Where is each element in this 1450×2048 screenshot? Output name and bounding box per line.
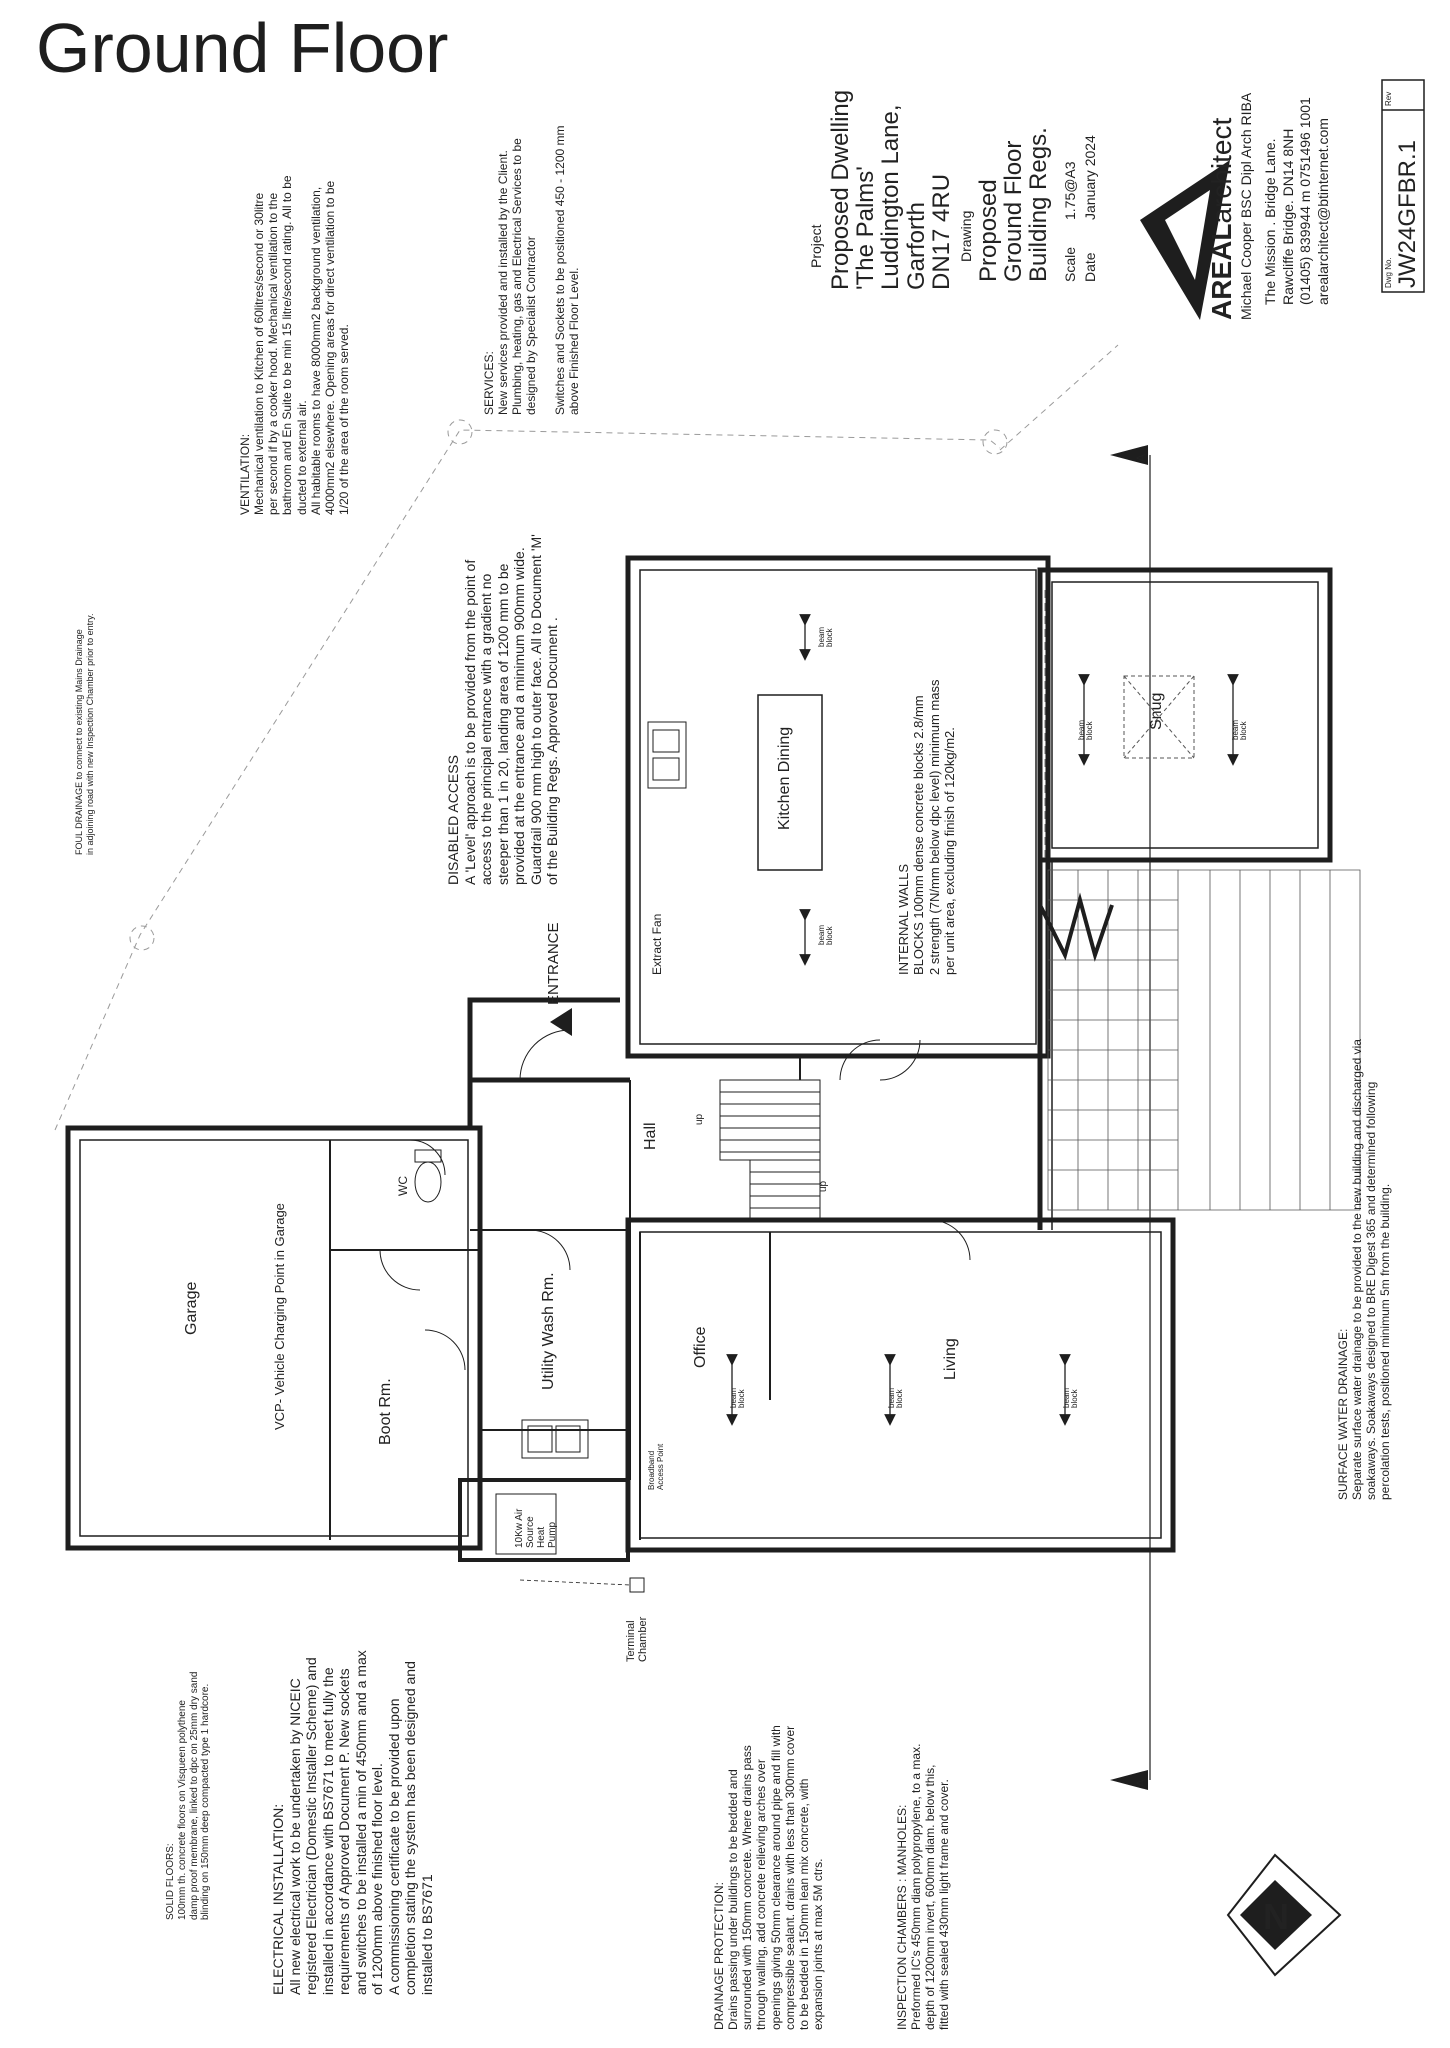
- note-surface-water: SURFACE WATER DRAINAGE: Separate surface…: [1336, 1039, 1393, 1500]
- room-label-office: Office: [692, 1326, 709, 1369]
- project-details: Proposed Dwelling 'The Palms' Luddington…: [827, 89, 955, 290]
- room-label-snug: Snug: [1148, 692, 1165, 730]
- firm-name: AREALarchitect: [1206, 117, 1237, 320]
- room-label-garage: Garage: [183, 1281, 200, 1335]
- dwg-no-label: Dwg No.: [1384, 257, 1393, 288]
- sink-utility: [521, 1419, 589, 1459]
- drawing-label: Drawing: [958, 210, 974, 262]
- room-label-utility: Utility Wash Rm.: [540, 1272, 557, 1390]
- snug-light-fitting: [1123, 675, 1195, 759]
- rev-label: Rev: [1384, 91, 1393, 106]
- title-block-border: [1381, 79, 1425, 293]
- sink-kitchen: [647, 721, 687, 789]
- note-solid-floors: SOLID FLOORS: 100mm th. concrete floors …: [165, 1671, 212, 1920]
- note-foul-drainage: FOUL DRAINAGE to connect to existing Mai…: [74, 613, 95, 855]
- note-drainage-protection: DRAINAGE PROTECTION: Drains passing unde…: [712, 1725, 826, 2030]
- internal-walls: [329, 1055, 1040, 1540]
- room-label-hall: Hall: [642, 1122, 659, 1150]
- note-inspection-chambers: INSPECTION CHAMBERS : MANHOLES: Preforme…: [895, 1743, 952, 2030]
- section-line: [1110, 445, 1151, 1790]
- room-label-vcp: VCP- Vehicle Charging Point in Garage: [272, 1203, 287, 1430]
- terrace: [1047, 869, 1361, 1211]
- wc-fixture: [414, 1149, 442, 1203]
- note-disabled-access: DISABLED ACCESS A 'Level' approach is to…: [445, 534, 561, 885]
- note-internal-walls: INTERNAL WALLS BLOCKS 100mm dense concre…: [896, 679, 957, 975]
- room-label-living: Living: [942, 1338, 959, 1380]
- window-zigzag: [1038, 892, 1114, 962]
- date-label: Date: [1082, 252, 1098, 282]
- note-electrical: ELECTRICAL INSTALLATION: All new electri…: [270, 1650, 435, 1995]
- stair-up-label-2: up: [818, 1180, 829, 1192]
- heat-pump-unit: [495, 1493, 557, 1555]
- firm-details: Michael Cooper BSC Dipl Arch RIBA: [1238, 92, 1254, 320]
- firm-logo-icon: [1140, 160, 1230, 320]
- scale-label: Scale: [1062, 246, 1078, 282]
- project-label: Project: [808, 224, 824, 268]
- room-label-boot: Boot Rm.: [377, 1378, 394, 1445]
- external-walls: [65, 555, 1333, 1562]
- date-value: January 2024: [1082, 135, 1098, 220]
- entrance-label: ENTRANCE: [545, 922, 562, 1005]
- room-label-wc: WC: [396, 1176, 410, 1196]
- section-marker-top: A: [1134, 453, 1148, 462]
- entrance-arrow-icon: [550, 1008, 572, 1036]
- note-ventilation: VENTILATION: Mechanical ventilation to K…: [238, 175, 352, 515]
- beam-arrows: [726, 614, 1239, 1426]
- site-boundary: [54, 344, 1119, 1131]
- note-services: SERVICES: New services provided and inst…: [482, 125, 581, 416]
- room-label-kitchen: Kitchen Dining: [776, 726, 793, 830]
- scale-value: 1.75@A3: [1062, 161, 1078, 220]
- page-title: Ground Floor: [36, 9, 449, 87]
- firm-address: The Mission . Bridge Lane. Rawcliffe Bri…: [1262, 97, 1331, 305]
- section-marker-bottom: A: [1134, 1778, 1148, 1787]
- kitchen-island: [757, 694, 823, 871]
- staircase: [719, 1079, 821, 1221]
- north-sign: N: [1226, 1853, 1342, 1977]
- drawing-details: Proposed Ground Floor Building Regs.: [975, 127, 1053, 282]
- north-symbol: N: [1263, 1896, 1289, 1937]
- dwg-number: JW24GFBR.1: [1394, 139, 1421, 288]
- stair-up-label-1: up: [694, 1113, 705, 1125]
- extract-fan-label: Extract Fan: [650, 913, 664, 975]
- terminal-chamber: [629, 1577, 645, 1593]
